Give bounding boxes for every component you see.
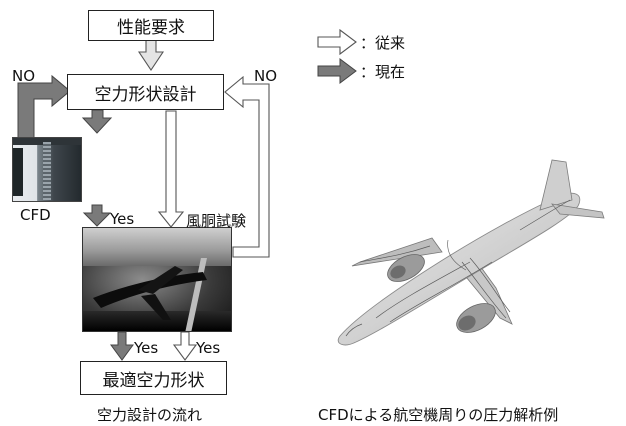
legend-conventional-label: ：従来 xyxy=(360,34,406,52)
arrow-windtunnel-to-optimal-conventional xyxy=(172,331,198,361)
no-label-left: NO xyxy=(12,67,36,85)
cfd-supercomputer-image xyxy=(12,137,82,202)
legend-conventional-arrow xyxy=(317,28,357,56)
legend-current-label: ：現在 xyxy=(360,63,406,81)
legend-current-arrow xyxy=(317,58,357,84)
optimal-shape-label: 最適空力形状 xyxy=(102,370,205,391)
wind-tunnel-model-icon xyxy=(93,266,207,320)
arrow-requirements-to-design xyxy=(137,39,165,71)
arrow-cfd-to-windtunnel xyxy=(82,204,112,227)
yes-label-cfd: Yes xyxy=(110,210,135,228)
shape-design-box: 空力形状設計 xyxy=(67,74,224,110)
arrow-no-loop-right xyxy=(224,75,270,258)
arrow-windtunnel-to-optimal-current xyxy=(110,331,134,361)
arrow-no-loop-left xyxy=(17,74,71,139)
yes-label-left: Yes xyxy=(134,339,159,357)
wind-tunnel-image xyxy=(82,227,232,332)
shape-design-label: 空力形状設計 xyxy=(94,84,197,105)
optimal-shape-box: 最適空力形状 xyxy=(80,361,227,395)
wind-tunnel-label: 風胴試験 xyxy=(186,212,247,230)
arrow-design-to-windtunnel xyxy=(157,110,185,228)
yes-label-right: Yes xyxy=(196,339,221,357)
requirements-label: 性能要求 xyxy=(117,18,185,38)
cfd-label: CFD xyxy=(20,206,51,224)
airplane-illustration xyxy=(337,159,605,346)
arrow-design-to-cfd xyxy=(81,109,113,134)
airplane-caption: CFDによる航空機周りの圧力解析例 xyxy=(318,406,559,424)
no-label-right: NO xyxy=(254,67,278,85)
requirements-box: 性能要求 xyxy=(88,10,214,41)
flow-caption: 空力設計の流れ xyxy=(97,406,203,424)
